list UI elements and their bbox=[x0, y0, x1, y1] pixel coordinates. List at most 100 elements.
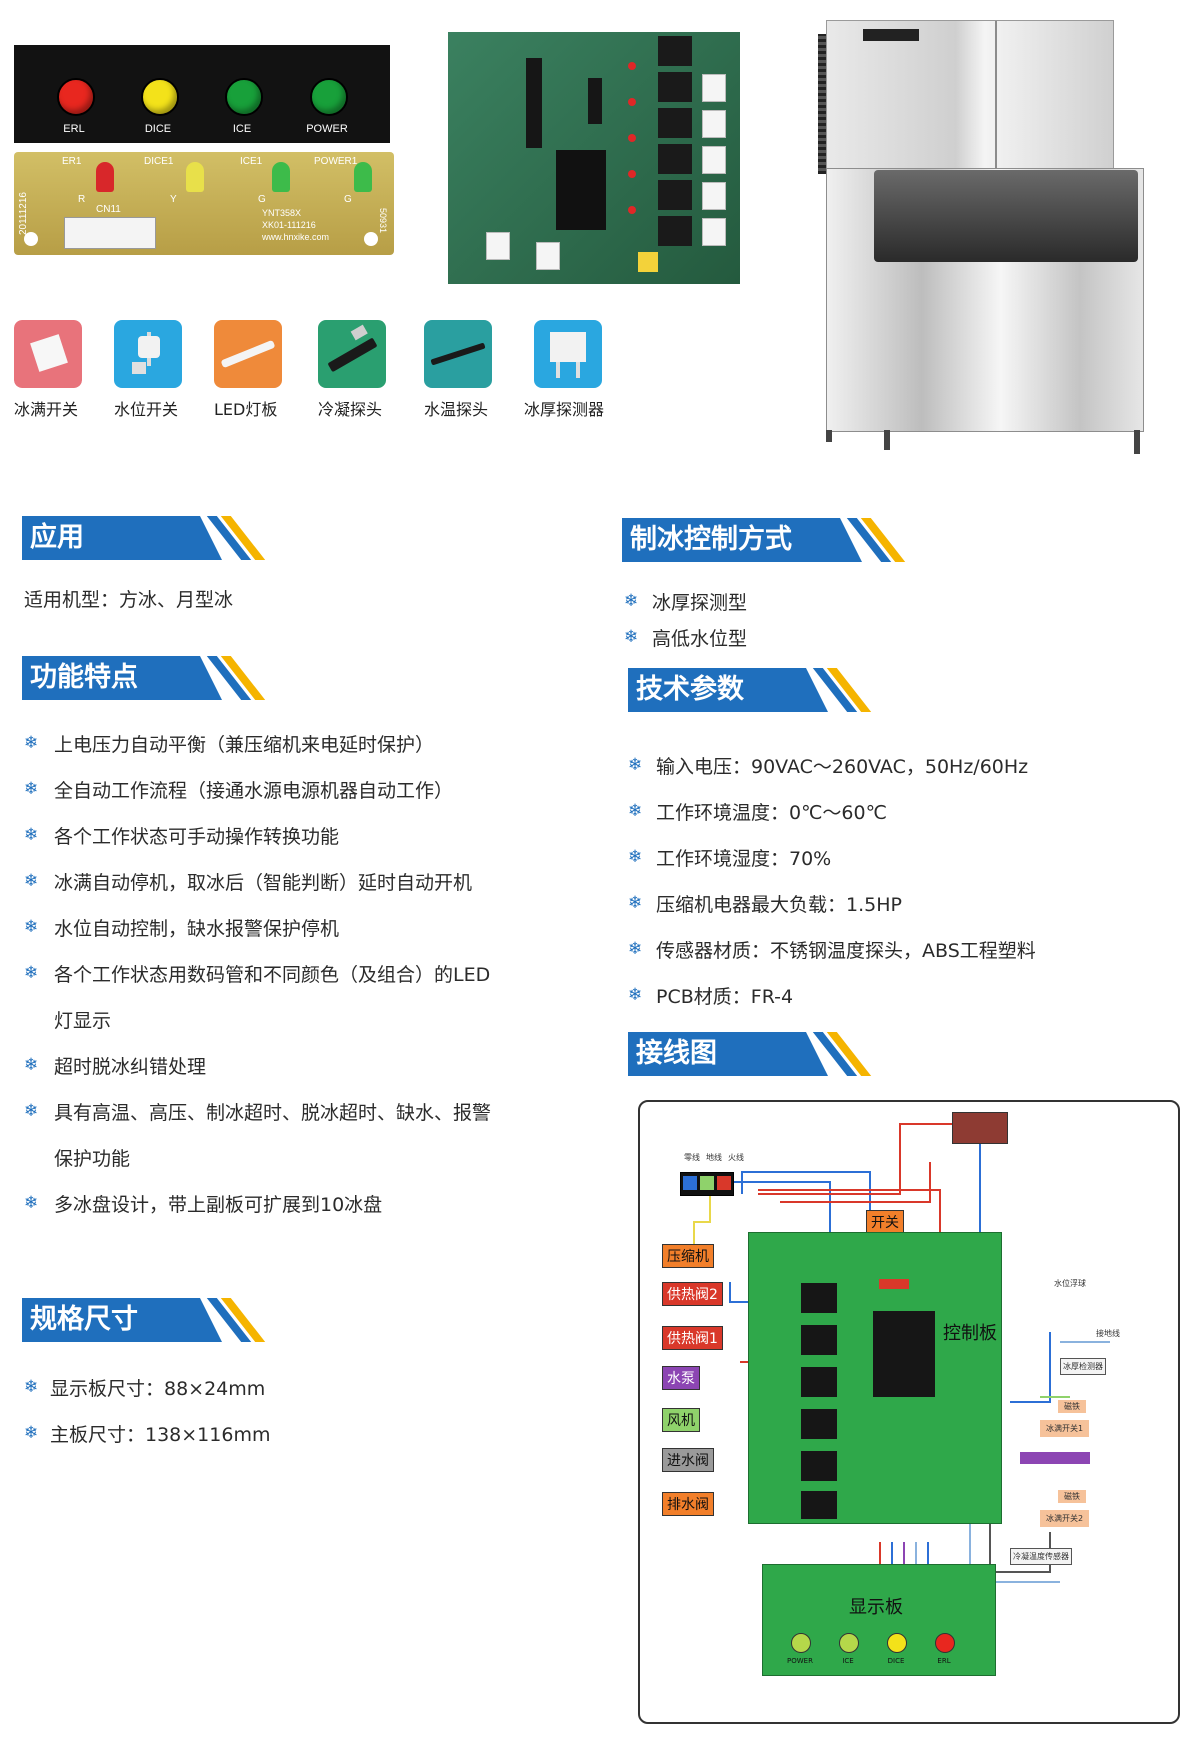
relay bbox=[658, 108, 692, 138]
wiring-diagram: 零线 地线 火线 开关 压缩机 供热阀2 供热阀1 水泵 风机 进水阀 排水阀 … bbox=[638, 1100, 1180, 1724]
display-board-led bbox=[887, 1633, 907, 1653]
snowflake-icon: ❄ bbox=[24, 1101, 39, 1121]
terminal-socket bbox=[702, 182, 726, 210]
relay bbox=[658, 144, 692, 174]
tech-param-item: 输入电压：90VAC～260VAC，50Hz/60Hz bbox=[656, 756, 1029, 778]
ice-full-switch-icon bbox=[14, 320, 82, 388]
terminal-socket bbox=[702, 74, 726, 102]
feature-item: 水位自动控制，缺水报警保护停机 bbox=[54, 918, 340, 940]
sensor-label: 水位浮球 bbox=[1054, 1279, 1086, 1288]
feature-item: 全自动工作流程（接通水源电源机器自动工作） bbox=[54, 780, 454, 802]
snowflake-icon: ❄ bbox=[628, 801, 643, 821]
machine-foot bbox=[826, 430, 832, 442]
output-label: 供热阀2 bbox=[662, 1282, 723, 1306]
snowflake-icon: ❄ bbox=[24, 1193, 39, 1213]
control-board-label: 控制板 bbox=[943, 1323, 997, 1344]
mcu-chip bbox=[526, 58, 542, 148]
snowflake-icon: ❄ bbox=[624, 591, 639, 611]
display-board-led bbox=[839, 1633, 859, 1653]
control-mode-item: 高低水位型 bbox=[652, 628, 748, 650]
sensor-label: 冰满开关2 bbox=[1040, 1510, 1090, 1527]
section-title: 技术参数 bbox=[628, 668, 828, 712]
feature-item-continuation: 保护功能 bbox=[54, 1148, 131, 1170]
relay-block bbox=[801, 1409, 837, 1439]
snowflake-icon: ❄ bbox=[24, 825, 39, 845]
relay-block bbox=[801, 1491, 837, 1519]
water-level-switch-icon bbox=[114, 320, 182, 388]
silkscreen-text: XK01-111216 bbox=[262, 220, 316, 230]
silkscreen-text: DICE1 bbox=[144, 156, 174, 167]
control-mode-item: 冰厚探测型 bbox=[652, 592, 748, 614]
silkscreen-text: R bbox=[78, 194, 86, 205]
capacitor bbox=[638, 252, 658, 272]
sensor-label: 冰厚探测器 bbox=[524, 400, 605, 419]
mount-hole bbox=[24, 232, 38, 246]
yellow-led-bulb bbox=[186, 162, 204, 192]
mount-hole bbox=[364, 232, 378, 246]
green-led-bulb bbox=[354, 162, 372, 192]
dimension-item: 主板尺寸：138×116mm bbox=[50, 1424, 271, 1446]
display-board-led bbox=[791, 1633, 811, 1653]
control-board: 控制板 bbox=[748, 1232, 1002, 1524]
terminal-label: 地线 bbox=[706, 1153, 722, 1162]
silkscreen-text: G bbox=[258, 194, 266, 205]
relay bbox=[658, 180, 692, 210]
output-label: 水泵 bbox=[662, 1366, 700, 1390]
display-board-led-label: POWER bbox=[787, 1657, 813, 1665]
section-header-control-mode: 制冰控制方式 bbox=[622, 518, 906, 562]
led-label: POWER bbox=[306, 123, 348, 135]
relay bbox=[658, 36, 692, 66]
terminal-socket bbox=[486, 232, 510, 260]
feature-item: 各个工作状态可手动操作转换功能 bbox=[54, 826, 340, 848]
tech-param-item: 压缩机电器最大负载：1.5HP bbox=[656, 894, 902, 916]
magnet-bar bbox=[1020, 1452, 1090, 1464]
top-component-box bbox=[952, 1112, 1008, 1144]
silkscreen-text: ER1 bbox=[62, 156, 82, 167]
sensor-label: 磁铁 bbox=[1058, 1490, 1086, 1503]
ice-led bbox=[225, 78, 263, 116]
transformer bbox=[556, 150, 606, 230]
snowflake-icon: ❄ bbox=[624, 627, 639, 647]
snowflake-icon: ❄ bbox=[24, 871, 39, 891]
section-title: 接线图 bbox=[628, 1032, 828, 1076]
status-led bbox=[628, 206, 636, 214]
sensor-label: 冰厚检测器 bbox=[1060, 1358, 1106, 1375]
status-led bbox=[628, 170, 636, 178]
led-label: ERL bbox=[63, 123, 85, 135]
snowflake-icon: ❄ bbox=[628, 893, 643, 913]
led-label: DICE bbox=[144, 123, 172, 135]
display-board-led bbox=[935, 1633, 955, 1653]
section-title: 功能特点 bbox=[22, 656, 222, 700]
ice-thickness-detector-icon bbox=[534, 320, 602, 388]
red-led-bulb bbox=[96, 162, 114, 192]
display-panel-photo: ERL DICE ICE POWER bbox=[14, 45, 390, 143]
tech-param-item: 工作环境湿度：70% bbox=[656, 848, 832, 870]
output-label: 进水阀 bbox=[662, 1448, 714, 1472]
machine-control-strip bbox=[863, 29, 919, 41]
status-led bbox=[628, 98, 636, 106]
section-title: 制冰控制方式 bbox=[622, 518, 862, 562]
water-temp-probe-icon bbox=[424, 320, 492, 388]
silkscreen-text: G bbox=[344, 194, 352, 205]
status-led bbox=[628, 62, 636, 70]
cn11-connector bbox=[64, 217, 156, 249]
section-header-features: 功能特点 bbox=[22, 656, 266, 700]
output-label: 压缩机 bbox=[662, 1244, 714, 1268]
feature-item: 各个工作状态用数码管和不同颜色（及组合）的LED bbox=[54, 964, 491, 986]
relay bbox=[658, 72, 692, 102]
tech-param-item: 工作环境温度：0℃～60℃ bbox=[656, 802, 887, 824]
fuse bbox=[879, 1279, 909, 1289]
sensor-label: 冷凝温度传感器 bbox=[1010, 1548, 1072, 1565]
relay-block bbox=[801, 1325, 837, 1355]
ice-bin-door bbox=[874, 170, 1138, 262]
snowflake-icon: ❄ bbox=[24, 1377, 39, 1397]
silkscreen-text: ICE1 bbox=[240, 156, 263, 167]
tech-param-item: PCB材质：FR-4 bbox=[656, 986, 794, 1008]
feature-item-continuation: 灯显示 bbox=[54, 1010, 112, 1032]
terminal-socket bbox=[702, 110, 726, 138]
status-led bbox=[628, 134, 636, 142]
ic-chip bbox=[588, 78, 602, 124]
snowflake-icon: ❄ bbox=[24, 917, 39, 937]
section-title: 规格尺寸 bbox=[22, 1298, 222, 1342]
